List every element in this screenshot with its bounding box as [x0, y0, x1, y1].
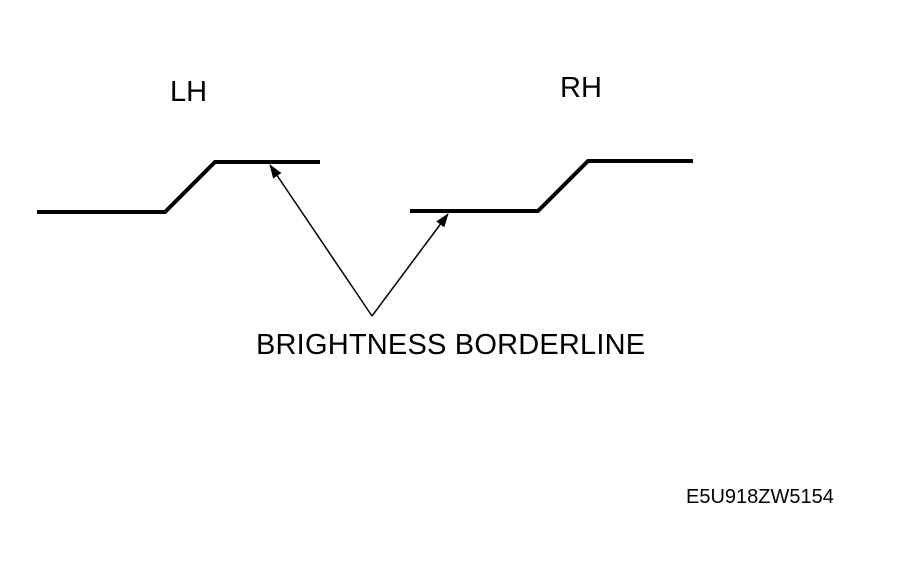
- lh-cutoff-line: [37, 160, 320, 214]
- callout-arrow-lh: [269, 164, 373, 317]
- rh-label: RH: [560, 72, 602, 104]
- rh-cutoff-line: [410, 159, 693, 213]
- figure-code: E5U918ZW5154: [686, 486, 834, 508]
- lh-label: LH: [170, 76, 208, 108]
- brightness-borderline-label: BRIGHTNESS BORDERLINE: [256, 329, 646, 361]
- callout-arrow-rh: [371, 213, 449, 317]
